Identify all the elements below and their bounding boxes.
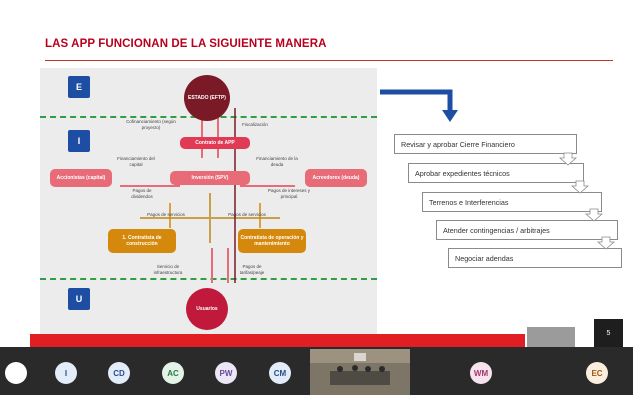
note-pagos-servicios-right: Pagos de servicios	[228, 212, 266, 217]
participant-initials: PW	[219, 368, 233, 378]
step-3-label: Terrenos e Interferencias	[429, 197, 509, 207]
step-5-label: Negociar adendas	[455, 253, 514, 263]
participant-initials: I	[64, 368, 68, 378]
presentation-slide: LAS APP FUNCIONAN DE LA SIGUIENTE MANERA…	[30, 16, 623, 347]
participant-avatar-ec[interactable]: EC	[586, 362, 608, 384]
slide-page-number: 5	[594, 319, 623, 347]
level-badge-e: E	[68, 76, 90, 98]
title-underline	[45, 60, 613, 61]
level-badge-i: I	[68, 130, 90, 152]
note-pagos-dividendos: Pagos de dividendos	[131, 188, 153, 199]
step-4-box: Atender contingencias / arbitrajes	[436, 220, 618, 240]
participant-initials: WM	[473, 368, 489, 378]
participant-initials: CM	[273, 368, 287, 378]
participant-avatar-ac[interactable]: AC	[162, 362, 184, 384]
step-2-label: Aprobar expedientes técnicos	[415, 168, 510, 178]
browser-top-strip	[0, 0, 633, 16]
note-pagos-intereses: Pagos de intereses y principal	[267, 188, 311, 199]
step-1-box: Revisar y aprobar Cierre Financiero	[394, 134, 577, 154]
participant-initials: EC	[591, 368, 603, 378]
accionistas-box: Accionistas (capital)	[50, 169, 112, 187]
step-connector-arrows	[558, 152, 616, 250]
slide-footer-gray-block	[527, 327, 575, 347]
acreedores-box: Acreedores (deuda)	[305, 169, 367, 187]
level-separator-bottom	[40, 278, 377, 280]
note-financiamiento-deuda: Financiamiento de la deuda	[256, 156, 298, 167]
participant-avatar-i[interactable]: I	[55, 362, 77, 384]
participant-avatar-1[interactable]	[5, 362, 27, 384]
step-1-label: Revisar y aprobar Cierre Financiero	[401, 139, 515, 149]
participant-initials: AC	[167, 368, 179, 378]
slide-footer-bar	[30, 334, 525, 347]
step-5-box: Negociar adendas	[448, 248, 622, 268]
step-3-box: Terrenos e Interferencias	[422, 192, 602, 212]
participant-video-tile[interactable]	[310, 349, 410, 395]
down-arrow-icon	[380, 89, 458, 122]
step-4-label: Atender contingencias / arbitrajes	[443, 225, 550, 235]
central-spv-box: Inversión (SPV)	[170, 171, 250, 185]
participant-initials: CD	[113, 368, 125, 378]
step-2-box: Aprobar expedientes técnicos	[408, 163, 584, 183]
note-servicio: Servicio de infraestructura	[153, 264, 183, 275]
contrato-app-box: Contrato de APP	[180, 137, 250, 149]
note-financiamiento-capital: Financiamiento del capital	[117, 156, 155, 167]
slide-title: LAS APP FUNCIONAN DE LA SIGUIENTE MANERA	[45, 38, 327, 50]
usuarios-circle: Usuarios	[186, 288, 228, 330]
note-cofinanciamiento: Cofinanciamiento (según proyecto)	[126, 119, 176, 130]
video-conference-room-image	[310, 349, 410, 395]
construccion-box: 1. Contratista de construcción	[108, 229, 176, 253]
participant-avatar-cm[interactable]: CM	[269, 362, 291, 384]
participant-avatar-cd[interactable]: CD	[108, 362, 130, 384]
note-pagos-servicios-left: Pagos de servicios	[147, 212, 185, 217]
operacion-box: Contratista de operación y mantenimiento	[238, 229, 306, 253]
participant-avatar-pw[interactable]: PW	[215, 362, 237, 384]
level-badge-u: U	[68, 288, 90, 310]
estado-circle: ESTADO (EFTP)	[184, 75, 230, 121]
note-pagos-tarifas: Pagos de tarifas/peaje	[239, 264, 265, 275]
participant-avatar-wm[interactable]: WM	[470, 362, 492, 384]
note-fiscalizacion: Fiscalización	[242, 122, 268, 127]
